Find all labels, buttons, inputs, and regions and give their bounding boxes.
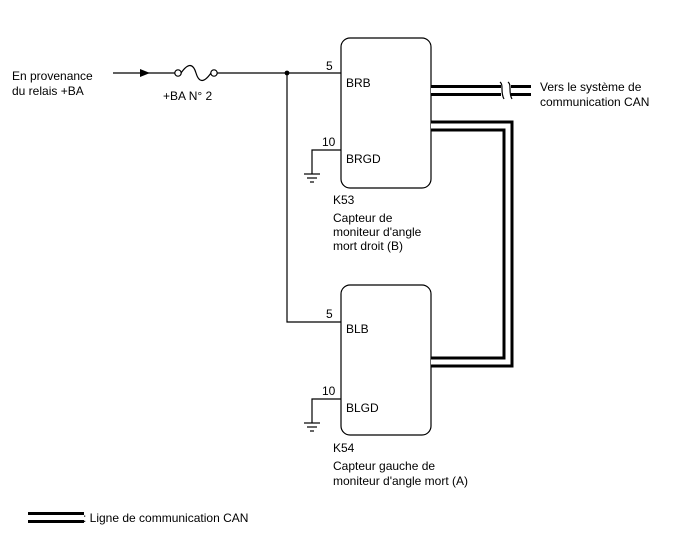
k53-code: K53 — [333, 193, 355, 207]
k53-connector-box — [340, 37, 432, 189]
k53-name-line2: moniteur d'angle — [333, 225, 422, 239]
k54-pin-ground-number: 10 — [322, 384, 336, 398]
k53-ground-wire — [311, 149, 341, 174]
destination-line1: Vers le système de — [540, 80, 642, 94]
k53-pin-ground-name: BRGD — [346, 152, 381, 166]
can-line-external — [431, 81, 531, 100]
source-label-line1: En provenance — [12, 69, 93, 83]
destination-line2: communication CAN — [540, 95, 649, 109]
k54-name-line2: moniteur d'angle mort (A) — [333, 474, 468, 488]
k54-pin-power-number: 5 — [326, 307, 333, 321]
legend-can-symbol — [28, 512, 84, 523]
k54-pin-power-name: BLB — [346, 322, 369, 336]
legend-label: : Ligne de communication CAN — [83, 511, 248, 525]
k54-ground-icon — [304, 422, 320, 432]
source-label-line2: du relais +BA — [12, 84, 84, 98]
arrow-icon — [140, 69, 150, 77]
k53-ground-icon — [304, 173, 320, 183]
fuse-symbol — [174, 64, 218, 82]
k53-pin-power-name: BRB — [346, 76, 371, 90]
k53-pin-ground-number: 10 — [322, 135, 336, 149]
k54-name-line1: Capteur gauche de — [333, 459, 435, 473]
k54-pin-ground-name: BLGD — [346, 401, 379, 415]
can-line-k53-k54 — [431, 120, 514, 368]
k53-pin-power-number: 5 — [326, 59, 333, 73]
k53-name-line1: Capteur de — [333, 211, 393, 225]
k54-code: K54 — [333, 441, 355, 455]
power-branch-wire — [286, 73, 341, 323]
fuse-label: +BA N° 2 — [163, 89, 212, 103]
k53-name-line3: mort droit (B) — [333, 239, 403, 253]
k54-ground-wire — [311, 398, 341, 423]
